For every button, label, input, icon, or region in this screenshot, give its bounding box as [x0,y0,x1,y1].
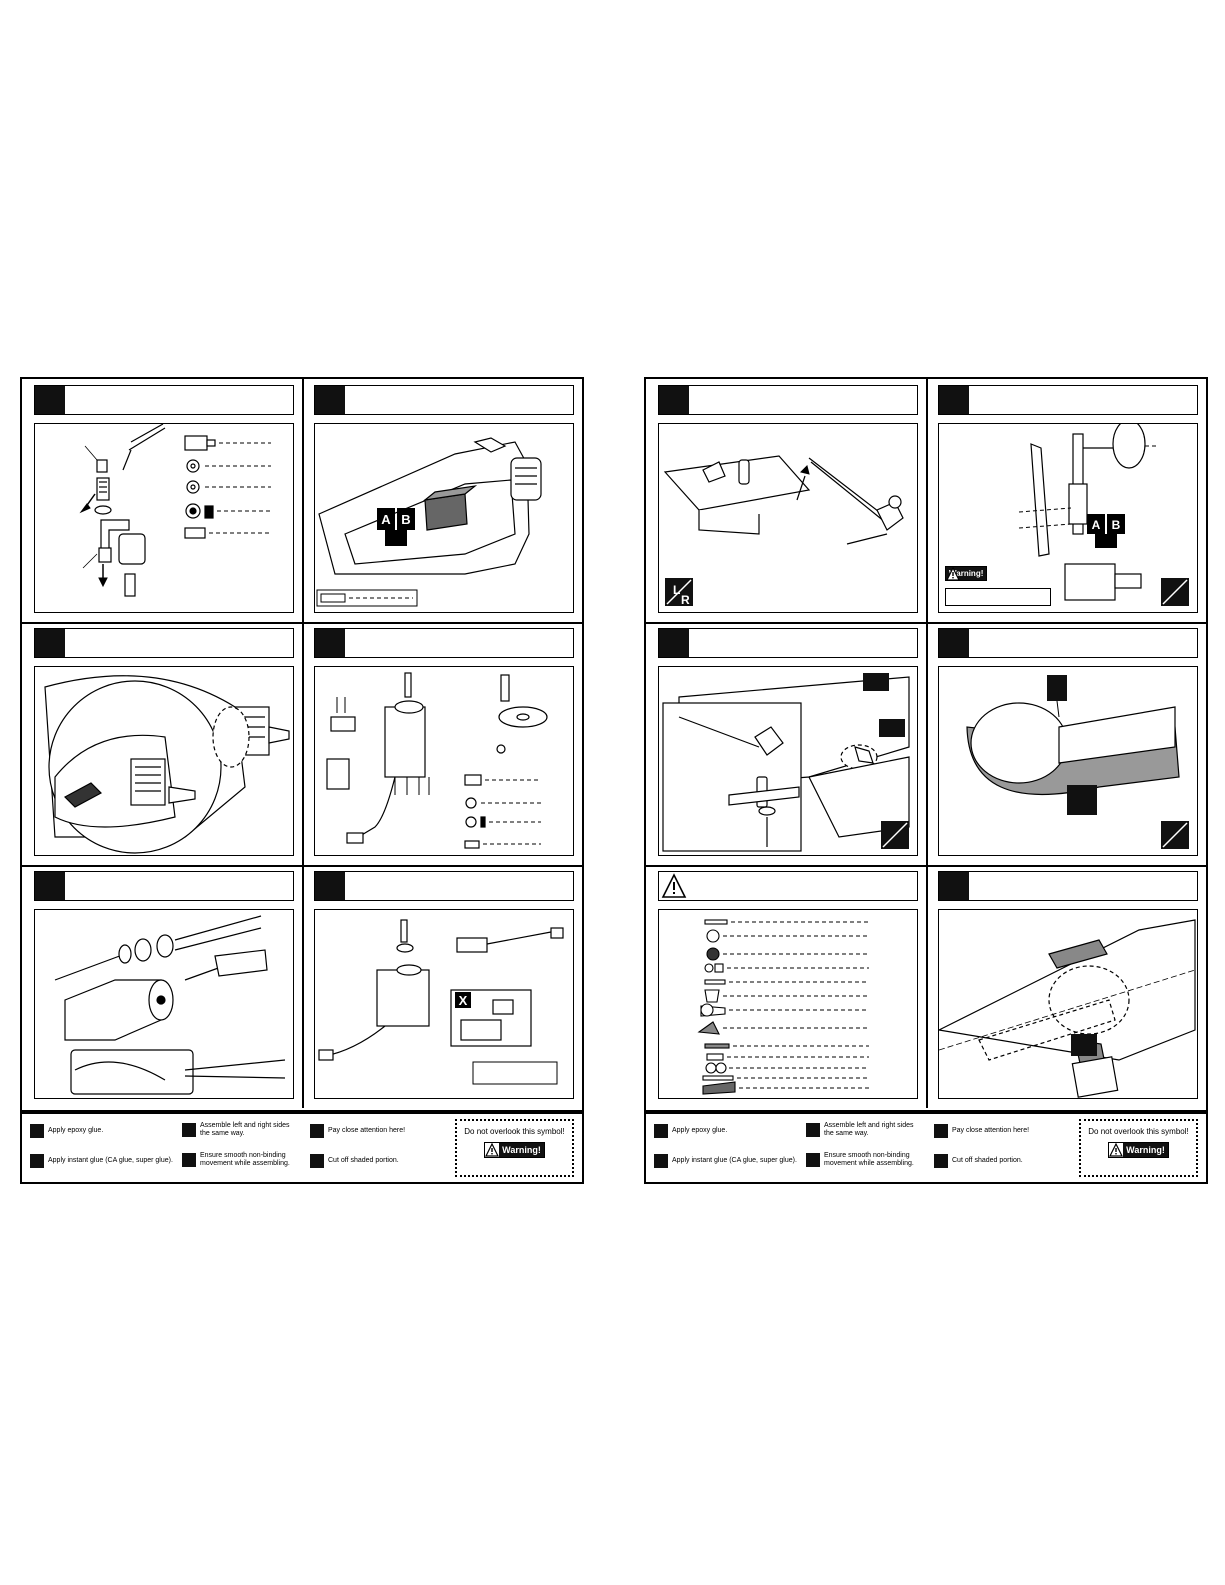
step-cell-wing-cutoff [926,865,1206,1108]
step-header [34,871,294,901]
step-number-box [315,629,345,657]
left-page: A B [20,377,584,1184]
ca-glue-icon [654,1154,668,1168]
epoxy-badge-a: A [381,512,391,527]
epoxy-glue-icon [30,1124,44,1138]
step-cell-control-horn: L R [646,379,928,624]
lr-badge-l: L [673,583,680,597]
right-page: L R [644,377,1208,1184]
epoxy-badge-a: A [1092,518,1101,532]
warning-badge: Warning! [1108,1142,1169,1158]
step-header [658,385,918,415]
step-illustration-wing-cutoff [938,909,1198,1099]
step-number-box [659,629,689,657]
warning-notice: Do not overlook this symbol! Warning! [455,1119,574,1177]
warning-note-box [945,588,1051,606]
smooth-movement-icon [182,1153,196,1167]
step-header [314,628,574,658]
legend-smooth: Ensure smooth non-binding movement while… [182,1152,290,1168]
right-step-grid: L R [644,377,1208,1112]
legend-cutoff: Cut off shaded portion. [310,1154,399,1168]
step-number-box [35,872,65,900]
warning-badge: Warning! [945,566,988,581]
step-cell-wing-horn [646,622,928,867]
step-illustration-hardware-list [658,909,918,1099]
step-cell-wing-fairing [926,622,1206,867]
step-number-box [315,386,345,414]
warning-triangle-icon [946,567,960,581]
step-number-box [35,386,65,414]
epoxy-glue-icon [654,1124,668,1138]
step-cell-hardware-list [646,865,928,1108]
legend-lr: Assemble left and right sides the same w… [806,1122,914,1138]
legend-lr: Assemble left and right sides the same w… [182,1122,290,1138]
left-right-icon [806,1123,820,1137]
step-illustration-servo-install [314,666,574,856]
pointing-hand-icon [934,1124,948,1138]
step-illustration-wing-horn [658,666,918,856]
cut-off-icon [310,1154,324,1168]
step-header [314,385,574,415]
symbol-legend: Apply epoxy glue. Apply instant glue (CA… [644,1112,1208,1184]
step-cell-tank-stopper [22,865,304,1108]
step-illustration-wing-fairing [938,666,1198,856]
step-number-box [939,872,969,900]
left-step-grid: A B [20,377,584,1112]
step-header [938,628,1198,658]
step-cell-servo-install [302,622,582,867]
legend-attention: Pay close attention here! [934,1124,1029,1138]
x-mark-badge: X [459,993,468,1008]
step-cell-carburetor [22,379,304,624]
epoxy-badge-b: B [401,512,410,527]
legend-attention: Pay close attention here! [310,1124,405,1138]
step-illustration-fuel-tank: A B [314,423,574,613]
legend-instant: Apply instant glue (CA glue, super glue)… [30,1154,173,1168]
warning-triangle-icon [661,873,687,898]
step-header [658,871,918,901]
step-illustration-control-horn: L R [658,423,918,613]
step-number-box [939,386,969,414]
warning-triangle-icon [485,1143,500,1157]
step-number-box [315,872,345,900]
step-cell-engine-mount [22,622,304,867]
step-cell-landing-gear: A B Warning! [926,379,1206,624]
warning-badge: Warning! [484,1142,545,1158]
step-header [938,871,1198,901]
ca-glue-icon [30,1154,44,1168]
pointing-hand-icon [310,1124,324,1138]
epoxy-badge-b: B [1112,518,1121,532]
smooth-movement-icon [806,1153,820,1167]
step-cell-throttle-servo: X [302,865,582,1108]
legend-cutoff: Cut off shaded portion. [934,1154,1023,1168]
left-right-icon [182,1123,196,1137]
step-number-box [659,386,689,414]
step-illustration-engine-mount [34,666,294,856]
step-header [34,628,294,658]
step-number-box [939,629,969,657]
step-header [938,385,1198,415]
symbol-legend: Apply epoxy glue. Apply instant glue (CA… [20,1112,584,1184]
lr-badge-r: R [681,593,690,607]
step-header [658,628,918,658]
step-header [314,871,574,901]
warning-triangle-icon [1109,1143,1124,1157]
step-illustration-landing-gear: A B Warning! [938,423,1198,613]
step-header [34,385,294,415]
warning-notice: Do not overlook this symbol! Warning! [1079,1119,1198,1177]
legend-epoxy: Apply epoxy glue. [654,1124,727,1138]
cut-off-icon [934,1154,948,1168]
legend-instant: Apply instant glue (CA glue, super glue)… [654,1154,797,1168]
legend-smooth: Ensure smooth non-binding movement while… [806,1152,914,1168]
step-cell-fuel-tank: A B [302,379,582,624]
step-illustration-tank-stopper [34,909,294,1099]
legend-epoxy: Apply epoxy glue. [30,1124,103,1138]
step-number-box [35,629,65,657]
step-illustration-throttle-servo: X [314,909,574,1099]
step-illustration-carburetor [34,423,294,613]
